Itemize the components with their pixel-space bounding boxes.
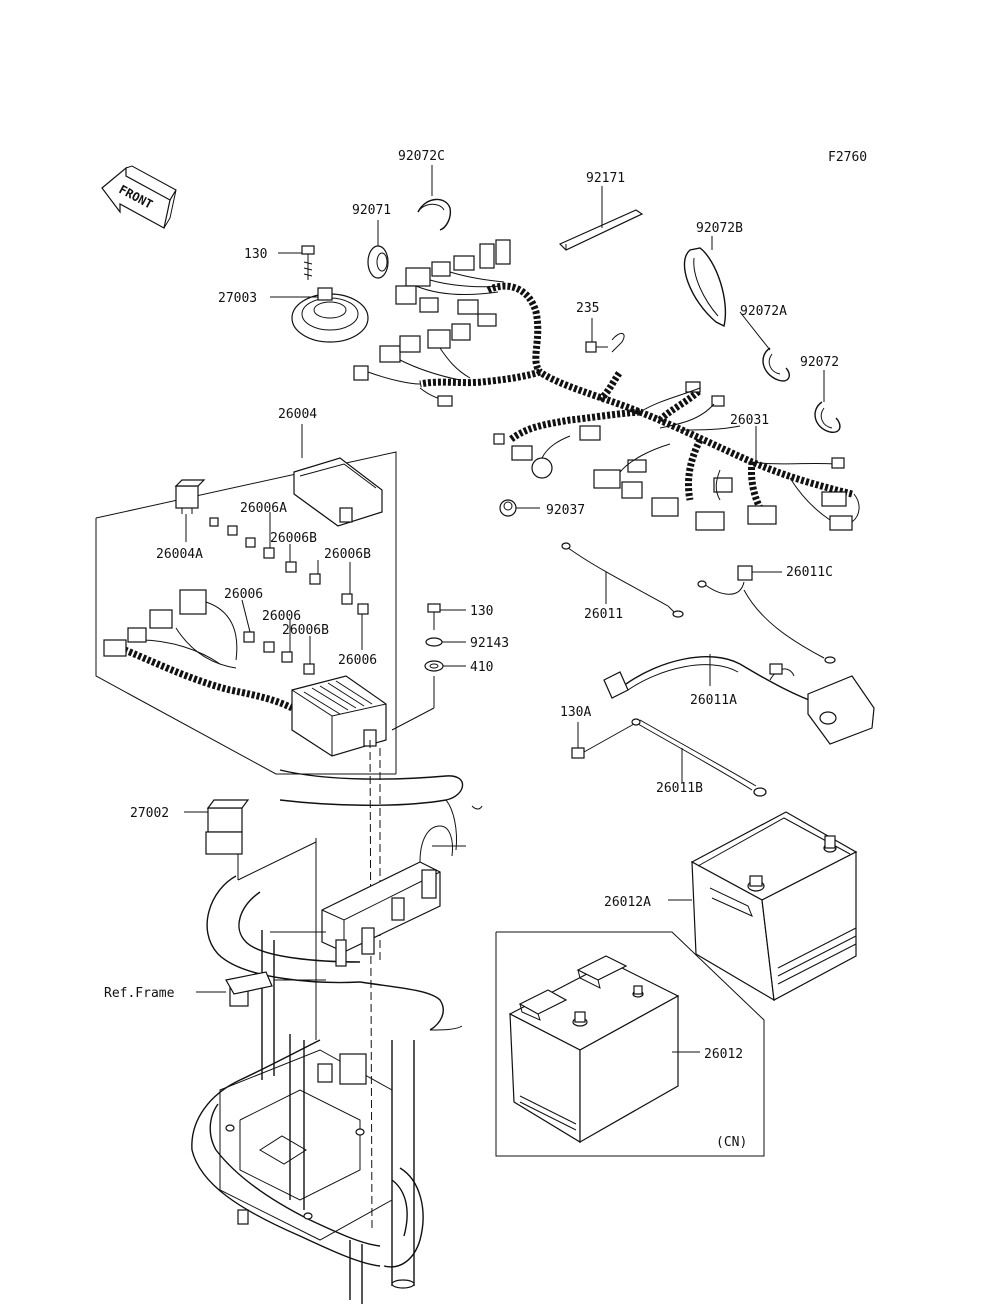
fuse-items — [209, 517, 369, 675]
label-410: 410 — [470, 660, 493, 675]
label-26011C: 26011C — [786, 565, 833, 580]
label-26011A: 26011A — [690, 693, 737, 708]
label-27002: 27002 — [130, 806, 169, 821]
grommet-92071 — [367, 220, 389, 279]
cable-26011C — [697, 565, 836, 664]
label-26006B-3: 26006B — [282, 623, 329, 638]
fuse-box-slots — [303, 680, 373, 715]
clamp-92072A — [739, 311, 790, 382]
label-130-top: 130 — [244, 247, 267, 262]
label-26006-3: 26006 — [338, 653, 377, 668]
label-26006B-1: 26006B — [270, 531, 317, 546]
battery-26012A — [668, 811, 858, 1002]
reference-frame — [191, 769, 483, 1304]
label-ref-frame: Ref.Frame — [104, 986, 175, 1001]
label-region-cn: (CN) — [716, 1135, 747, 1150]
label-26011: 26011 — [584, 607, 623, 622]
label-92037: 92037 — [546, 503, 585, 518]
clamp-92072 — [814, 370, 841, 433]
label-26012: 26012 — [704, 1047, 743, 1062]
relay-27002 — [184, 799, 250, 880]
bolt-130A — [571, 722, 635, 759]
label-92072C: 92072C — [398, 149, 445, 164]
label-26004A: 26004A — [156, 547, 203, 562]
label-130-mid: 130 — [470, 604, 493, 619]
cable-26011B — [631, 718, 767, 797]
bracket-92171 — [558, 186, 644, 251]
label-92072B: 92072B — [696, 221, 743, 236]
label-92171: 92171 — [586, 171, 625, 186]
label-235: 235 — [576, 301, 599, 316]
clamp-92072C — [417, 165, 452, 231]
label-26006-2: 26006 — [262, 609, 301, 624]
label-92072A: 92072A — [740, 304, 787, 319]
front-arrow-icon: FRONT — [101, 165, 177, 229]
cable-26011A — [603, 654, 875, 745]
label-26031: 26031 — [730, 413, 769, 428]
label-26006B-2: 26006B — [324, 547, 371, 562]
battery-26012 — [508, 955, 700, 1144]
label-92143: 92143 — [470, 636, 509, 651]
label-26012A: 26012A — [604, 895, 651, 910]
label-130A: 130A — [560, 705, 591, 720]
screw-235 — [585, 318, 625, 353]
band-92072B — [683, 236, 727, 328]
label-92072: 92072 — [800, 355, 839, 370]
bolt-130-top — [278, 245, 315, 280]
band-92037 — [499, 499, 540, 517]
label-27003: 27003 — [218, 291, 257, 306]
washer-92143 — [425, 637, 466, 647]
main-wiring-harness-26031 — [353, 239, 860, 531]
nut-410 — [424, 660, 466, 672]
label-92071: 92071 — [352, 203, 391, 218]
horn-27003 — [270, 287, 369, 343]
bolt-130-mid — [427, 603, 466, 630]
figure-code: F2760 — [828, 150, 867, 165]
label-26011B: 26011B — [656, 781, 703, 796]
battery-region-box — [495, 931, 765, 1157]
label-26006A: 26006A — [240, 501, 287, 516]
cable-26011 — [561, 542, 684, 618]
label-26006-1: 26006 — [224, 587, 263, 602]
label-26004: 26004 — [278, 407, 317, 422]
